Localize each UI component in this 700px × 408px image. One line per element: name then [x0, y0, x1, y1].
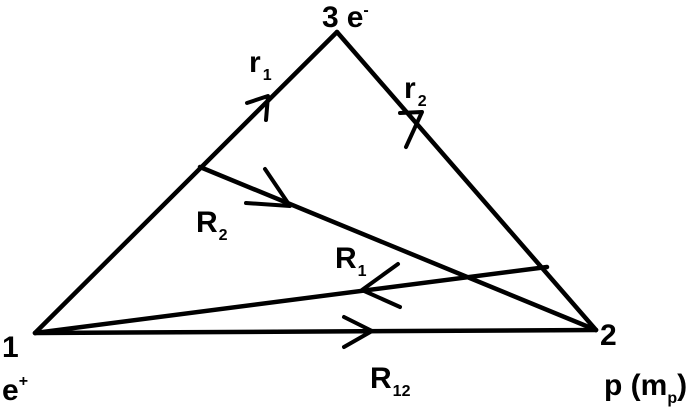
vertex-1-particle: e+ — [2, 373, 28, 407]
arrow-r2 — [398, 110, 424, 149]
label-R1: R1 — [335, 242, 367, 280]
line-R2 — [197, 164, 599, 333]
edge-1-3-r1 — [32, 29, 340, 336]
arrow-R12 — [342, 315, 374, 349]
label-R2: R2 — [196, 206, 228, 244]
line-R1 — [32, 264, 550, 336]
label-R12: R12 — [370, 362, 411, 400]
arrow-R2 — [244, 167, 292, 208]
arrow-r1 — [245, 94, 270, 122]
arrow-R1 — [360, 262, 402, 309]
vertex-2-number: 2 — [600, 319, 617, 352]
vertex-1-number: 1 — [2, 331, 19, 364]
edge-1-2-R12 — [32, 327, 599, 336]
vertex-2-particle: p (mp) — [604, 369, 687, 407]
edge-3-2-r2 — [334, 29, 599, 333]
